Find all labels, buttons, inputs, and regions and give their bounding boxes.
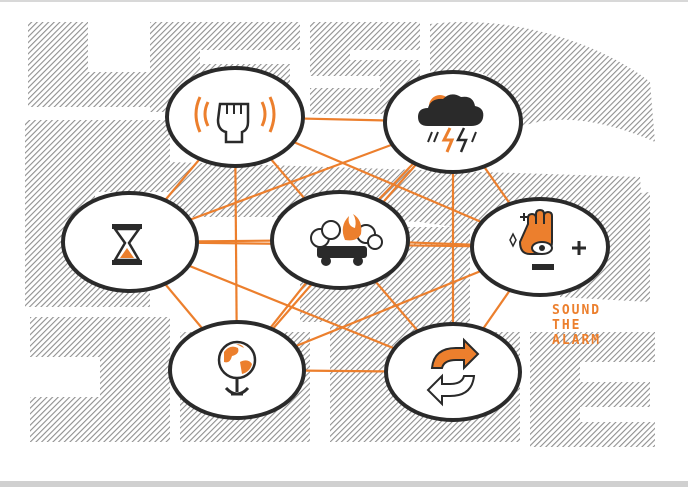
hand-eye-node (470, 197, 610, 297)
refresh-arrows-icon (426, 337, 480, 407)
bg-letter-8 (530, 332, 655, 447)
storm-cloud-node (383, 70, 523, 174)
badge-line-2: THE (552, 318, 581, 333)
badge-line-3: ALARM (552, 333, 601, 348)
burning-car-icon (310, 214, 383, 266)
globe-anchor-node (168, 320, 306, 420)
bg-letter-5 (30, 317, 170, 442)
raised-fist-node (165, 66, 305, 168)
raised-fist-icon (194, 96, 276, 144)
hourglass-icon (112, 224, 142, 265)
burning-car-node (270, 190, 410, 290)
globe-anchor-icon (217, 340, 257, 396)
hand-eye-icon (509, 208, 586, 270)
bg-letter-1 (28, 22, 150, 107)
storm-cloud-icon (418, 94, 484, 153)
refresh-arrows-node (384, 322, 522, 422)
sound-the-alarm-badge: SOUND THE ALARM (552, 303, 601, 348)
badge-line-1: SOUND (552, 303, 601, 318)
bg-stroke-1 (25, 120, 170, 217)
bg-letter-3 (310, 22, 420, 114)
hourglass-node (61, 191, 199, 293)
